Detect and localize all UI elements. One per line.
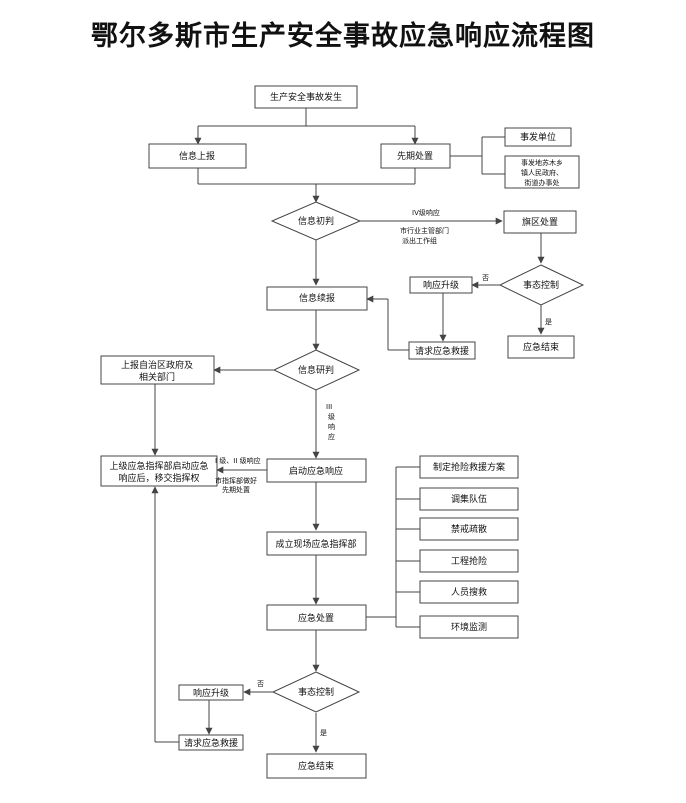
node-engineering-label: 工程抢险 (451, 555, 487, 567)
node-upgrade-bottom: 响应升级 (178, 684, 244, 701)
node-plan-label: 制定抢险救援方案 (433, 461, 505, 473)
node-accident-label: 生产安全事故发生 (270, 91, 342, 103)
node-end-top: 应急结束 (507, 335, 575, 359)
label-level4: IV级响应 (412, 208, 440, 217)
node-request-rescue-top-label: 请求应急救援 (415, 345, 469, 357)
node-township-line2: 镇人民政府、 (521, 168, 563, 177)
label-yes-top: 是 (545, 318, 552, 326)
label-no-top: 否 (482, 274, 489, 282)
node-superior-hq: 上级应急指挥部启动应急 响应后，移交指挥权 (100, 455, 218, 487)
node-initial-judgment: 信息初判 (270, 201, 362, 241)
label-dept-line2: 派出工作组 (402, 236, 437, 245)
node-upgrade-top: 响应升级 (409, 276, 473, 294)
node-request-rescue-bottom-label: 请求应急救援 (184, 737, 238, 749)
node-plan: 制定抢险救援方案 (419, 455, 519, 479)
label-level3-c3: 响 (328, 422, 335, 431)
node-follow-report-label: 信息续报 (299, 292, 335, 304)
node-info-report: 信息上报 (148, 143, 247, 169)
node-control-bottom-label: 事态控制 (298, 686, 334, 698)
node-control-top: 事态控制 (498, 264, 585, 306)
node-onsite-command-label: 成立现场应急指挥部 (275, 538, 356, 550)
node-emergency-handling-label: 应急处置 (298, 612, 334, 624)
node-team: 调集队伍 (419, 487, 519, 511)
node-request-rescue-top: 请求应急救援 (408, 341, 476, 360)
node-control-top-label: 事态控制 (523, 279, 559, 291)
label-level3-c2: 级 (328, 412, 335, 421)
node-search: 人员搜救 (419, 580, 519, 604)
label-level3-c1: III (326, 403, 332, 411)
node-unit: 事发单位 (504, 127, 572, 147)
node-request-rescue-bottom: 请求应急救援 (178, 734, 244, 751)
node-engineering: 工程抢险 (419, 549, 519, 573)
node-research-judgment-label: 信息研判 (298, 364, 334, 376)
node-info-report-label: 信息上报 (179, 150, 215, 162)
node-onsite-command: 成立现场应急指挥部 (266, 531, 367, 556)
node-research-judgment: 信息研判 (272, 349, 361, 391)
node-evacuation-label: 禁戒疏散 (451, 523, 487, 535)
node-report-region: 上报自治区政府及 相关部门 (100, 355, 215, 385)
node-accident: 生产安全事故发生 (254, 85, 358, 109)
node-end-bottom: 应急结束 (266, 753, 367, 779)
label-yes-bottom: 是 (320, 729, 327, 737)
node-control-bottom: 事态控制 (271, 671, 361, 713)
node-search-label: 人员搜救 (451, 586, 487, 598)
node-start-response-label: 启动应急响应 (289, 465, 343, 477)
node-township-line3: 街道办事处 (525, 178, 560, 187)
page-title: 鄂尔多斯市生产安全事故应急响应流程图 (91, 21, 595, 52)
node-unit-label: 事发单位 (520, 131, 556, 143)
edge-labels: IV级响应 市行业主管部门 派出工作组 否 是 III 级 响 应 I 级、II… (215, 208, 552, 737)
node-township-line1: 事发地苏木乡 (521, 158, 563, 167)
label-level12: I 级、II 级响应 (215, 456, 261, 465)
node-team-label: 调集队伍 (451, 493, 487, 505)
node-end-top-label: 应急结束 (523, 341, 559, 353)
node-banner-handling: 旗区处置 (503, 210, 577, 234)
node-early-handling: 先期处置 (380, 143, 451, 169)
node-township: 事发地苏木乡 镇人民政府、 街道办事处 (504, 155, 580, 189)
node-upgrade-top-label: 响应升级 (423, 279, 459, 291)
node-evacuation: 禁戒疏散 (419, 517, 519, 541)
node-emergency-handling: 应急处置 (266, 604, 367, 631)
label-dept-line1: 市行业主管部门 (400, 226, 449, 235)
node-env-monitor-label: 环境监测 (451, 621, 487, 633)
node-end-bottom-label: 应急结束 (298, 760, 334, 772)
label-level3-c4: 应 (328, 432, 335, 441)
node-early-handling-label: 先期处置 (397, 150, 433, 162)
node-start-response: 启动应急响应 (266, 458, 367, 483)
label-no-bottom: 否 (257, 680, 264, 688)
node-report-region-line1: 上报自治区政府及 (121, 359, 193, 371)
node-follow-report: 信息续报 (266, 286, 368, 311)
label-hq-line2: 先期处置 (222, 485, 250, 494)
node-initial-judgment-label: 信息初判 (298, 215, 334, 227)
node-superior-hq-line1: 上级应急指挥部启动应急 (109, 460, 208, 472)
node-env-monitor: 环境监测 (419, 615, 519, 639)
node-report-region-line2: 相关部门 (139, 371, 175, 383)
connectors (151, 108, 545, 753)
node-banner-handling-label: 旗区处置 (522, 216, 558, 228)
node-superior-hq-line2: 响应后，移交指挥权 (118, 472, 199, 484)
node-upgrade-bottom-label: 响应升级 (193, 687, 229, 699)
label-hq-line1: 市指挥部做好 (215, 476, 257, 485)
